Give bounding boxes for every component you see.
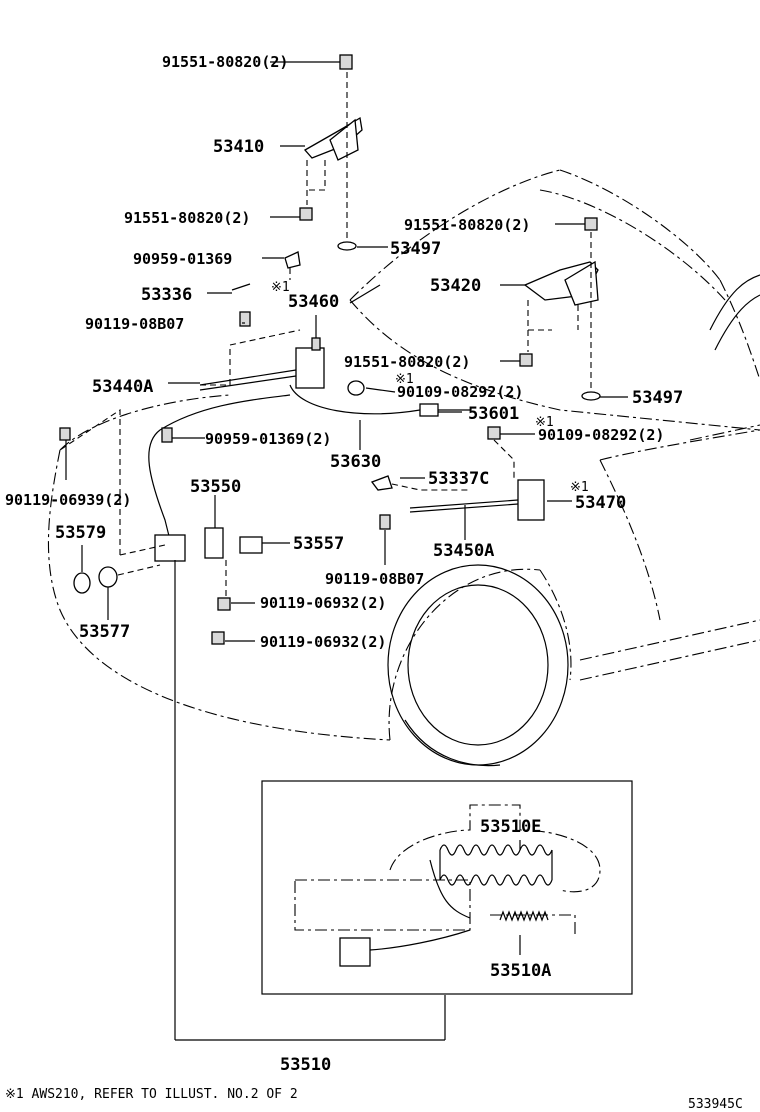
label-90959-01369-2: 90959-01369(2) xyxy=(205,430,331,448)
label-mark-4: ※1 xyxy=(570,480,589,495)
label-53470: 53470 xyxy=(575,493,626,513)
label-53510E: 53510E xyxy=(480,817,541,837)
label-53601: 53601 xyxy=(468,404,519,424)
label-53630: 53630 xyxy=(330,452,381,472)
label-53337C: 53337C xyxy=(428,469,489,489)
spring-53510A xyxy=(499,910,549,922)
label-mark-2: ※1 xyxy=(395,372,414,387)
label-90119-08B07-top: 90119-08B07 xyxy=(85,315,184,333)
figure-code: 533945C xyxy=(688,1097,743,1112)
label-53510: 53510 xyxy=(280,1055,331,1075)
label-53577: 53577 xyxy=(79,622,130,642)
part-labels: 91551-80820(2) 53410 91551-80820(2) 5349… xyxy=(5,53,683,1075)
hinge-left-53410 xyxy=(270,54,388,251)
label-90119-06939: 90119-06939(2) xyxy=(5,491,131,509)
label-53336: 53336 xyxy=(141,285,192,305)
label-91551-80820-right: 91551-80820(2) xyxy=(404,216,530,234)
label-90109-08292-b: 90109-08292(2) xyxy=(538,426,664,444)
label-53450A: 53450A xyxy=(433,541,494,561)
footnote: ※1 AWS210, REFER TO ILLUST. NO.2 OF 2 xyxy=(5,1087,298,1102)
label-90959-01369: 90959-01369 xyxy=(133,250,232,268)
label-91551-80820-top: 91551-80820(2) xyxy=(162,53,288,71)
label-90119-06932-b: 90119-06932(2) xyxy=(260,633,386,651)
spring-53510E xyxy=(439,844,553,886)
label-53557: 53557 xyxy=(293,534,344,554)
label-mark-3: ※1 xyxy=(535,415,554,430)
label-53579: 53579 xyxy=(55,523,106,543)
label-91551-80820-left: 91551-80820(2) xyxy=(124,209,250,227)
label-53420: 53420 xyxy=(430,276,481,296)
label-53497-right: 53497 xyxy=(632,388,683,408)
label-53440A: 53440A xyxy=(92,377,153,397)
label-mark-1: ※1 xyxy=(271,280,290,295)
release-cable-53630 xyxy=(148,384,470,561)
car-body-outline xyxy=(47,169,760,741)
hood-lock-53460 xyxy=(168,251,396,396)
hinge-right-53420 xyxy=(500,217,628,401)
label-90119-08B07-bot: 90119-08B07 xyxy=(325,570,424,588)
label-53550: 53550 xyxy=(190,477,241,497)
wheel xyxy=(387,564,572,767)
inset-box xyxy=(261,780,633,995)
latch-right-53470 xyxy=(370,426,572,565)
lower-lock-53550 xyxy=(59,408,446,1041)
label-53497-left: 53497 xyxy=(390,239,441,259)
label-90109-08292-a: 90109-08292(2) xyxy=(397,383,523,401)
label-53410: 53410 xyxy=(213,137,264,157)
label-91551-80820-mid: 91551-80820(2) xyxy=(344,353,470,371)
label-53510A: 53510A xyxy=(490,961,551,981)
label-90119-06932-a: 90119-06932(2) xyxy=(260,594,386,612)
label-53460: 53460 xyxy=(288,292,339,312)
